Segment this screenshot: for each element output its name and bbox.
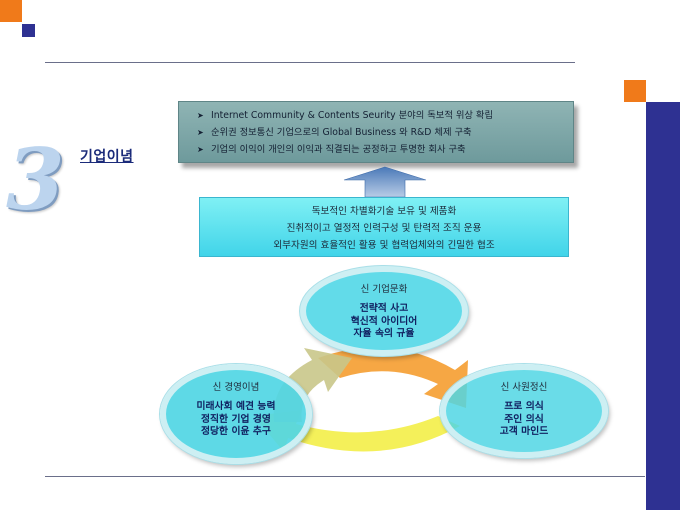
circle-item: 정직한 기업 경영 bbox=[201, 413, 271, 425]
strategy-item: 진취적이고 열정적 인력구성 및 탄력적 조직 운용 bbox=[286, 223, 482, 234]
page-title: 기업이념 bbox=[80, 149, 134, 165]
bullet-arrow-icon: ➤ bbox=[197, 128, 204, 137]
cycle-arrow-orange bbox=[318, 347, 468, 408]
circle-item: 자율 속의 규율 bbox=[353, 328, 415, 339]
circle-culture: 신 기업문화 전략적 사고 혁신적 아이디어 자율 속의 규율 bbox=[300, 266, 468, 356]
bullet-arrow-icon: ➤ bbox=[197, 145, 204, 154]
vision-item: ➤ 기업의 이익이 개인의 이익과 직결되는 공정하고 투명한 회사 구축 bbox=[197, 141, 573, 158]
vision-text: 순위권 정보통신 기업으로의 Global Business 와 R&D 체제 … bbox=[211, 127, 472, 138]
vision-box: ➤ Internet Community & Contents Seurity 분… bbox=[178, 101, 574, 163]
circle-item: 전략적 사고 bbox=[359, 303, 409, 314]
up-arrow-icon bbox=[343, 166, 427, 198]
orange-side-square bbox=[624, 80, 646, 102]
circle-item: 주인 의식 bbox=[504, 413, 544, 425]
circle-item: 프로 의식 bbox=[504, 401, 544, 412]
circle-title: 신 경영이념 bbox=[212, 382, 260, 393]
circle-item: 미래사회 예견 능력 bbox=[196, 401, 276, 412]
circle-item: 정당한 이윤 추구 bbox=[201, 426, 271, 437]
circle-spirit: 신 사원정신 프로 의식 주인 의식 고객 마인드 bbox=[440, 364, 608, 458]
vision-item: ➤ 순위권 정보통신 기업으로의 Global Business 와 R&D 체제… bbox=[197, 124, 573, 141]
strategy-item: 독보적인 차별화기술 보유 및 제품화 bbox=[311, 206, 457, 217]
strategy-box: 독보적인 차별화기술 보유 및 제품화 진취적이고 열정적 인력구성 및 탄력적… bbox=[199, 197, 569, 257]
circle-title: 신 사원정신 bbox=[500, 382, 548, 393]
cycle-arrow-yellow bbox=[254, 410, 460, 452]
circle-title: 신 기업문화 bbox=[360, 284, 408, 295]
top-divider bbox=[45, 62, 575, 63]
vision-text: Internet Community & Contents Seurity 분야… bbox=[211, 110, 494, 121]
navy-side-bar bbox=[646, 102, 680, 510]
circle-item: 혁신적 아이디어 bbox=[350, 315, 418, 327]
navy-corner-square bbox=[22, 24, 35, 37]
orange-corner-square bbox=[0, 0, 22, 22]
vision-text: 기업의 이익이 개인의 이익과 직결되는 공정하고 투명한 회사 구축 bbox=[211, 144, 466, 155]
vision-item: ➤ Internet Community & Contents Seurity 분… bbox=[197, 107, 573, 124]
circle-management: 신 경영이념 미래사회 예견 능력 정직한 기업 경영 정당한 이윤 추구 bbox=[160, 364, 312, 464]
bottom-divider bbox=[45, 476, 645, 477]
strategy-item: 외부자원의 효율적인 활용 및 협력업체와의 긴밀한 협조 bbox=[273, 240, 495, 251]
circle-item: 고객 마인드 bbox=[499, 426, 549, 437]
section-number: 3 bbox=[6, 130, 65, 229]
bullet-arrow-icon: ➤ bbox=[197, 111, 204, 120]
